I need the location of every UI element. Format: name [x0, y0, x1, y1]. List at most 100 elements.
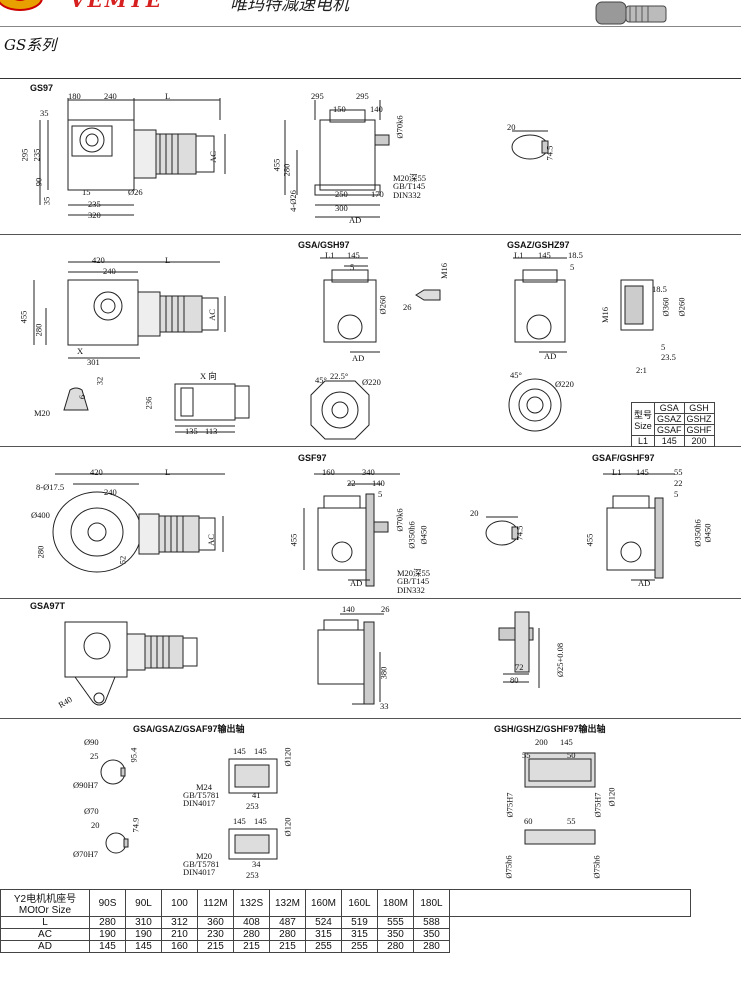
frame-size-cell: 180L	[413, 889, 450, 917]
dim-label: 72	[515, 662, 524, 672]
dim-label: 55	[567, 816, 576, 826]
dim-label: Ø90	[84, 737, 99, 747]
dim-label: 140	[370, 104, 383, 114]
dim-label: 200	[535, 737, 548, 747]
dim-label: GB/T5781	[183, 859, 220, 869]
dim-label: 20	[507, 122, 516, 132]
dim-label: L	[165, 467, 171, 477]
gs97-side-view	[20, 90, 250, 225]
dim-label: L	[165, 91, 171, 101]
header-rule	[0, 26, 741, 27]
table-cell: 145	[89, 940, 126, 953]
hollow-shaft-90	[95, 752, 135, 792]
dim-label: 140	[372, 478, 385, 488]
dim-label: Ø450	[418, 525, 429, 545]
section-divider	[0, 718, 741, 719]
dim-label: AC	[206, 309, 217, 321]
dim-label: Ø70k6	[394, 508, 405, 532]
flange-bolt-circle-a	[305, 375, 375, 445]
dim-label: 95.4	[128, 747, 139, 763]
dim-label: 20	[91, 820, 100, 830]
series-title: GS系列	[4, 36, 57, 54]
dim-label: Ø360	[660, 297, 671, 317]
dim-label: 26	[403, 302, 412, 312]
dim-label: M20深55	[397, 568, 431, 578]
dim-label: AD	[544, 351, 557, 361]
row-label: AD	[0, 940, 90, 953]
m20-bolt-detail	[60, 384, 100, 414]
table-cell: 210	[161, 928, 198, 941]
table-cell: 519	[341, 916, 378, 929]
output-shaft-title-a: GSA/GSAZ/GSAF97输出轴	[133, 724, 245, 734]
dim-label: M16	[600, 306, 611, 324]
size-col: GSH	[683, 402, 715, 414]
table-cell: 360	[197, 916, 234, 929]
dim-label: 8-Ø17.5	[36, 482, 65, 492]
dim-label: 25	[90, 751, 99, 761]
frame-size-cell: 132M	[269, 889, 306, 917]
dim-label: DIN4017	[183, 798, 216, 808]
dim-label: 170	[371, 189, 384, 199]
shaft-key-section	[480, 515, 540, 555]
dim-label: Ø26	[128, 187, 143, 197]
dim-label: 5	[570, 262, 575, 272]
dim-label: 150	[333, 104, 346, 114]
dim-label: M24	[196, 782, 213, 792]
size-col: GSA	[654, 402, 685, 414]
dim-label: DIN332	[393, 190, 421, 200]
gs97-front-view	[275, 95, 435, 225]
hollow-shaft-70	[100, 826, 140, 860]
dim-label: Ø90H7	[73, 780, 99, 790]
dim-label: 55	[674, 467, 683, 477]
dim-label: 35	[40, 108, 49, 118]
dim-label: 280	[33, 323, 44, 337]
dim-label: 235	[31, 148, 42, 162]
dim-label: 300	[335, 203, 348, 213]
dim-label: GB/T5781	[183, 790, 220, 800]
table-cell: 215	[233, 940, 270, 953]
motor-table-header: Y2电机机座号 MOtOr Size	[0, 889, 90, 917]
dim-label: L1	[612, 467, 622, 477]
dim-label: 160	[322, 467, 335, 477]
view-label: X 向	[200, 371, 217, 381]
dim-label: 420	[90, 467, 103, 477]
gsa97t-side-view	[55, 612, 205, 712]
size-col: GSHF	[683, 424, 715, 436]
dim-label: 23.5	[661, 352, 676, 362]
dim-label: 253	[246, 870, 259, 880]
table-row: AD 145 145 160 215 215 215 255 255 280 2…	[0, 940, 691, 953]
dim-label: 20	[470, 508, 479, 518]
dim-label: Ø120	[282, 817, 293, 837]
dim-label: 180	[68, 91, 81, 101]
model-label-gsaz97: GSAZ/GSHZ97	[507, 240, 570, 250]
table-filler	[450, 917, 691, 929]
dim-label: 74.9	[130, 817, 141, 833]
table-cell: 230	[197, 928, 234, 941]
dim-label: 26	[381, 604, 390, 614]
table-cell: 315	[341, 928, 378, 941]
dim-label: 5	[378, 489, 383, 499]
model-label-gsaf97: GSAF/GSHF97	[592, 453, 655, 463]
dim-label: 253	[246, 801, 259, 811]
table-cell: 315	[305, 928, 342, 941]
dim-label: 280	[35, 545, 46, 559]
dim-label: 15	[82, 187, 91, 197]
company-name: 唯玛特减速电机	[230, 0, 349, 15]
dim-label: DIN332	[397, 585, 425, 595]
dim-label: AD	[352, 353, 365, 363]
table-cell: 280	[89, 916, 126, 929]
table-row: L 280 310 312 360 408 487 524 519 555 58…	[0, 916, 691, 929]
dim-label: AD	[638, 578, 651, 588]
table-cell: 312	[161, 916, 198, 929]
model-label-gs97: GS97	[30, 83, 54, 93]
dim-label: 301	[87, 357, 100, 367]
dim-label: Ø120	[282, 747, 293, 767]
table-cell: 280	[269, 928, 306, 941]
shaft-section-70	[225, 825, 290, 870]
dim-label: 145	[347, 250, 360, 260]
dim-label: Ø70H7	[73, 849, 99, 859]
dim-label: Ø120	[606, 787, 617, 807]
dim-label: 5	[661, 342, 666, 352]
dim-label: Ø260	[377, 295, 388, 315]
dim-label: 2:1	[636, 365, 647, 375]
